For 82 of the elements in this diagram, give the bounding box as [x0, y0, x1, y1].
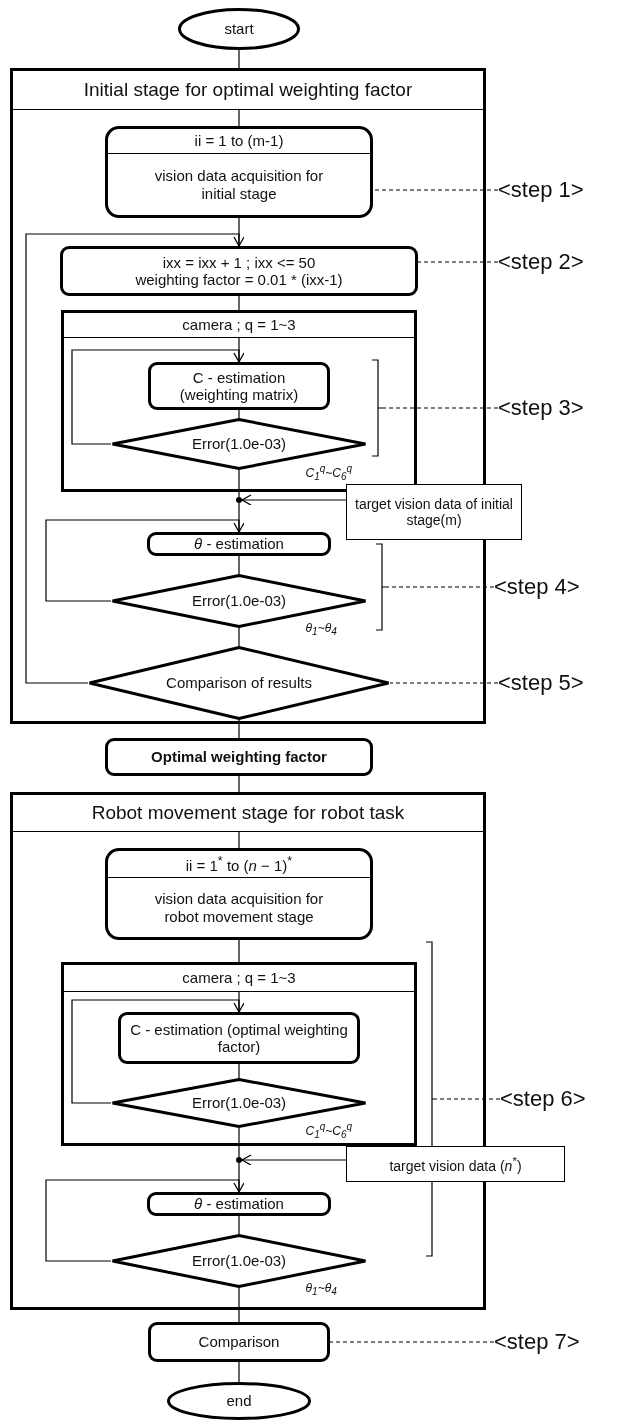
process-box — [148, 1322, 330, 1362]
leader-line — [381, 407, 499, 409]
header-text: Initial stage for optimal weighting factor — [83, 79, 413, 101]
process-text: Optimal weighting factor — [151, 748, 327, 766]
decision-text: Comparison of results — [166, 674, 312, 692]
connector-line — [238, 409, 240, 419]
header-text: Robot movement stage for robot task — [91, 802, 405, 824]
header-text: camera ; q = 1~3 — [182, 316, 296, 334]
loop-frame — [61, 962, 417, 1146]
process-box — [148, 362, 330, 410]
connector-line — [238, 295, 240, 311]
process-box — [105, 738, 373, 776]
note-box — [346, 1146, 565, 1182]
arrow — [25, 233, 245, 684]
arrow — [71, 349, 245, 445]
process-box — [118, 1012, 360, 1064]
arrow — [241, 494, 347, 506]
arrow — [45, 1179, 245, 1262]
terminal-ellipse — [167, 1382, 311, 1420]
connector-line — [238, 1361, 240, 1383]
decision-text: Error(1.0e-03) — [191, 1094, 287, 1112]
connector-line — [238, 627, 240, 647]
connector-line — [238, 1127, 240, 1158]
note-text: target vision data of initial stage(m) — [355, 495, 513, 529]
process-box — [147, 532, 331, 556]
note-text: target vision data (n$^{*}$) — [389, 1154, 522, 1174]
connector-line — [238, 555, 240, 575]
loop-frame — [61, 310, 417, 492]
connector-line — [238, 831, 240, 849]
loop-box — [105, 126, 373, 218]
connector-line — [238, 775, 240, 793]
connector-line — [238, 1287, 240, 1323]
connector-line — [238, 469, 240, 498]
leader-line — [372, 189, 499, 191]
process-text: C - estimation (weighting matrix) — [178, 368, 300, 404]
decision-diamond — [88, 646, 390, 720]
junction-dot — [236, 1157, 242, 1163]
step-label: <step 5> — [498, 669, 620, 697]
connector-line — [238, 1215, 240, 1235]
step-label: <step 7> — [494, 1328, 616, 1356]
process-box — [147, 1192, 331, 1216]
terminal-ellipse — [178, 8, 300, 50]
loop-condition: ii = 1 to (m-1) — [194, 132, 284, 150]
process-box — [60, 246, 418, 296]
box-text: vision data acquisition for initial stage — [153, 167, 325, 202]
process-text: weighting factor = 0.01 * (ixx-1) — [135, 271, 343, 289]
junction-dot — [236, 497, 242, 503]
process-text: C - estimation (optimal weighting factor) — [129, 1020, 349, 1056]
connector-line — [238, 939, 240, 963]
connector-line — [238, 109, 240, 127]
loop-condition: ii = 1$^{*}$ to (n − 1)$^{*}$ — [185, 853, 293, 875]
leader-line — [385, 586, 495, 588]
step-label: <step 4> — [494, 573, 616, 601]
connector-line — [238, 1063, 240, 1079]
decision-text: Error(1.0e-03) — [191, 592, 287, 610]
arrow — [45, 519, 245, 602]
variable-label: θ$_{1}$~θ$_{4}$ — [305, 622, 337, 638]
process-text: Comparison — [198, 1333, 280, 1351]
connector-line — [238, 49, 240, 69]
leader-line — [389, 682, 499, 684]
arrow — [241, 1154, 347, 1166]
box-text: vision data acquisition for robot movement stage — [153, 890, 325, 925]
leader-line — [417, 261, 499, 263]
step-label: <step 6> — [500, 1085, 622, 1113]
process-text: θ - estimation — [194, 1195, 284, 1213]
header-text: camera ; q = 1~3 — [182, 969, 296, 987]
decision-text: Error(1.0e-03) — [191, 435, 287, 453]
process-text: θ - estimation — [194, 535, 284, 553]
note-box — [346, 484, 522, 540]
terminal-text: end — [226, 1392, 252, 1410]
leader-line — [435, 1098, 501, 1100]
leader-line — [329, 1341, 495, 1343]
decision-text: Error(1.0e-03) — [191, 1252, 287, 1270]
variable-label: θ$_{1}$~θ$_{4}$ — [305, 1282, 337, 1298]
process-text: ixx = ixx + 1 ; ixx <= 50 — [162, 253, 316, 271]
arrow — [71, 999, 245, 1104]
step-label: <step 3> — [498, 394, 620, 422]
terminal-text: start — [224, 20, 254, 38]
step-label: <step 2> — [498, 248, 620, 276]
connector-line — [238, 719, 240, 739]
step-label: <step 1> — [498, 176, 620, 204]
loop-box — [105, 848, 373, 940]
